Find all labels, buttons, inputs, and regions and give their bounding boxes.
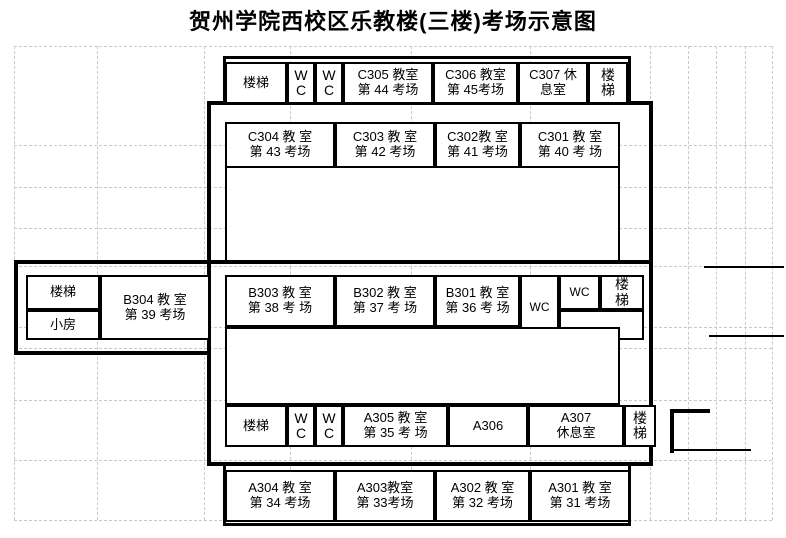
room-a301[interactable]: A301 教 室 第 31 考场 <box>530 470 630 522</box>
gridline-h <box>14 266 772 267</box>
gridline-v <box>745 46 746 520</box>
room-b304[interactable]: B304 教 室 第 39 考场 <box>100 275 210 340</box>
b-wing-corridor <box>225 327 620 405</box>
room-a305[interactable]: A305 教 室 第 35 考 场 <box>343 405 448 447</box>
annex-lower-left-wall <box>670 409 674 453</box>
wall-c-left <box>207 101 211 264</box>
room-c305[interactable]: C305 教室 第 44 考场 <box>343 62 433 104</box>
wall-a-left-lower <box>223 462 226 526</box>
room-c307[interactable]: C307 休 息室 <box>518 62 588 104</box>
stair-mid-left[interactable]: 楼梯 <box>26 275 100 310</box>
room-a304[interactable]: A304 教 室 第 34 考场 <box>225 470 335 522</box>
wall-b-bottom-left <box>14 351 210 355</box>
wall-c-top <box>223 56 631 59</box>
wc-b-small[interactable]: WC <box>559 275 600 310</box>
room-b303[interactable]: B303 教 室 第 38 考 场 <box>225 275 335 327</box>
annex-top-line <box>704 266 784 268</box>
room-c301[interactable]: C301 教 室 第 40 考 场 <box>520 122 620 168</box>
wall-a-step <box>207 462 653 466</box>
room-c303[interactable]: C303 教 室 第 42 考场 <box>335 122 435 168</box>
room-small[interactable]: 小房 <box>26 310 100 340</box>
room-c304[interactable]: C304 教 室 第 43 考场 <box>225 122 335 168</box>
room-c302[interactable]: C302教 室 第 41 考场 <box>435 122 520 168</box>
wc-c-1[interactable]: W C <box>287 62 315 104</box>
room-a306[interactable]: A306 <box>448 405 528 447</box>
wall-b-top-left <box>14 260 210 264</box>
wc-c-2[interactable]: W C <box>315 62 343 104</box>
wall-a-bottom <box>223 523 631 526</box>
gridline-h <box>14 460 772 461</box>
room-b302[interactable]: B302 教 室 第 37 考 场 <box>335 275 435 327</box>
wc-a-2[interactable]: W C <box>315 405 343 447</box>
wall-spine-right <box>649 264 653 466</box>
room-a303[interactable]: A303教室 第 33考场 <box>335 470 435 522</box>
gridline-v <box>772 46 773 520</box>
stair-top-left[interactable]: 楼梯 <box>225 62 287 104</box>
wall-c-bottom <box>207 260 653 264</box>
gridline-v <box>688 46 689 520</box>
wall-b-left <box>14 260 18 355</box>
room-a307[interactable]: A307 休息室 <box>528 405 624 447</box>
room-c306[interactable]: C306 教室 第 45考场 <box>433 62 518 104</box>
gridline-v <box>716 46 717 520</box>
stair-bottom-left[interactable]: 楼梯 <box>225 405 287 447</box>
wc-a-1[interactable]: W C <box>287 405 315 447</box>
stair-top-right[interactable]: 楼 梯 <box>588 62 628 104</box>
annex-bottom-line <box>709 335 784 337</box>
gridline-h <box>14 46 772 47</box>
c-wing-corridor <box>225 166 620 262</box>
room-a302[interactable]: A302 教 室 第 32 考场 <box>435 470 530 522</box>
stair-mid-right[interactable]: 楼 梯 <box>600 275 644 310</box>
wall-c-right <box>649 101 653 264</box>
stair-bottom-right[interactable]: 楼 梯 <box>624 405 656 447</box>
wall-c-right-upper <box>628 56 631 104</box>
room-b301[interactable]: B301 教 室 第 36 考 场 <box>435 275 520 327</box>
annex-lower-top-wall <box>670 409 710 413</box>
page-title: 贺州学院西校区乐教楼(三楼)考场示意图 <box>189 9 597 34</box>
annex-lower-line <box>673 449 751 451</box>
wall-spine-left <box>207 260 211 466</box>
wall-c-left-upper <box>223 56 226 104</box>
